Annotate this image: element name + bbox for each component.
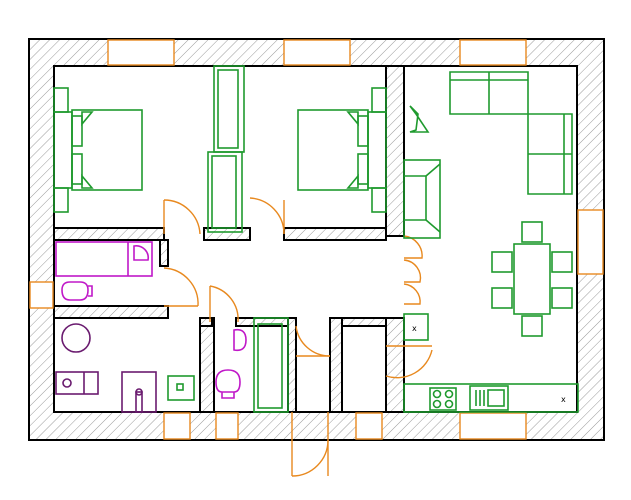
washroom xyxy=(55,323,195,413)
wc-door-swing xyxy=(209,285,239,323)
pillow-bottom xyxy=(71,153,83,185)
hall-closet xyxy=(253,317,289,413)
stove xyxy=(429,387,457,411)
window-right xyxy=(577,209,604,275)
bedroom-left-door-swing xyxy=(163,199,201,235)
window-top-3 xyxy=(459,39,527,66)
shower-head xyxy=(135,388,143,396)
sink-cabinet xyxy=(469,385,509,411)
sink-basin xyxy=(62,378,72,388)
washer xyxy=(167,375,195,401)
stove-burner-4 xyxy=(444,399,454,409)
bathroom xyxy=(55,241,153,301)
window-bottom-1 xyxy=(163,412,191,440)
closet-cabinet xyxy=(253,317,289,413)
wall-pantry-left xyxy=(329,317,343,413)
window-top-1 xyxy=(107,39,175,66)
armchair xyxy=(409,105,430,133)
pantry: x xyxy=(403,313,429,341)
windows xyxy=(29,39,604,440)
living-door-swing-low xyxy=(403,283,421,305)
washing-machine xyxy=(403,313,429,341)
closet-inner xyxy=(257,323,283,409)
corner-sofa xyxy=(449,71,573,195)
living-kitchen: x xyxy=(403,71,579,413)
bedroom-right xyxy=(297,87,387,213)
stove-burner-1 xyxy=(432,389,442,399)
window-bottom-3 xyxy=(355,412,383,440)
wall-bedroom-left-bottom xyxy=(53,227,165,241)
interior-walls xyxy=(53,65,405,413)
wardrobes xyxy=(207,65,245,233)
stove-burner-2 xyxy=(444,389,454,399)
bathtub-drain-arc xyxy=(133,245,149,261)
pillow-top xyxy=(71,115,83,147)
window-left xyxy=(29,281,54,309)
chair-top xyxy=(521,221,543,243)
kitchen-corner-mark: x xyxy=(561,395,566,404)
wc xyxy=(215,328,247,399)
wall-closet-right xyxy=(287,317,297,413)
wall-bedroom-right-bottom xyxy=(283,227,387,241)
chair-left-1 xyxy=(491,251,513,273)
bathroom-door-swing xyxy=(163,267,199,307)
chair-right-2 xyxy=(551,287,573,309)
bedroom-right-door-swing xyxy=(249,197,285,235)
wall-washroom-right xyxy=(199,317,215,413)
living-door-swing-top xyxy=(403,235,423,259)
nightstand-bottom xyxy=(53,187,69,213)
chair-left-2 xyxy=(491,287,513,309)
sink-cabinet xyxy=(55,371,99,395)
wardrobe-lower xyxy=(207,151,243,233)
stove-burner-3 xyxy=(432,399,442,409)
window-bottom-2 xyxy=(215,412,239,440)
nightstand-bottom xyxy=(371,187,387,213)
wall-living-left xyxy=(385,65,405,237)
blanket-fold xyxy=(346,111,359,127)
blanket-fold-bottom xyxy=(346,173,359,189)
dining-table xyxy=(513,243,551,315)
side-panel xyxy=(53,111,73,189)
sink-basin xyxy=(487,389,505,407)
closet-door-swing xyxy=(295,325,331,357)
washer-mark: x xyxy=(412,324,417,333)
window-top-2 xyxy=(283,39,351,66)
washer-door xyxy=(176,383,184,391)
fireplace-flue xyxy=(425,163,441,233)
chair-bottom xyxy=(521,315,543,337)
wall-wc-top xyxy=(199,317,213,327)
pantry-door-swing xyxy=(385,349,433,379)
wardrobe-upper-inner xyxy=(217,69,239,149)
window-bottom-4 xyxy=(459,412,527,440)
fireplace-hearth xyxy=(404,175,427,221)
nightstand-top xyxy=(53,87,69,113)
wall-bath-bottom xyxy=(53,305,169,319)
fireplace xyxy=(403,159,441,239)
bedroom-left xyxy=(53,87,143,213)
wall-bath-right xyxy=(159,239,169,267)
doors xyxy=(163,197,433,477)
side-panel xyxy=(367,111,387,189)
wall-wardrobe xyxy=(203,227,251,241)
blanket-fold xyxy=(81,111,94,127)
wardrobe-lower-inner xyxy=(211,155,237,229)
entrance-door-swing xyxy=(291,439,329,477)
pillow-bottom xyxy=(357,153,369,185)
chair-right-1 xyxy=(551,251,573,273)
nightstand-top xyxy=(371,87,387,113)
bathtub xyxy=(55,241,153,277)
living-door-swing-mid xyxy=(403,259,422,283)
pillow-top xyxy=(357,115,369,147)
round-tub xyxy=(61,323,91,353)
wall-living-left-lower xyxy=(385,317,405,413)
wc-toilet xyxy=(215,369,241,399)
kitchen-counter xyxy=(403,383,579,413)
blanket-fold-bottom xyxy=(81,173,94,189)
toilet xyxy=(61,281,93,301)
wc-sink xyxy=(233,328,247,352)
shower-drain xyxy=(135,391,143,413)
